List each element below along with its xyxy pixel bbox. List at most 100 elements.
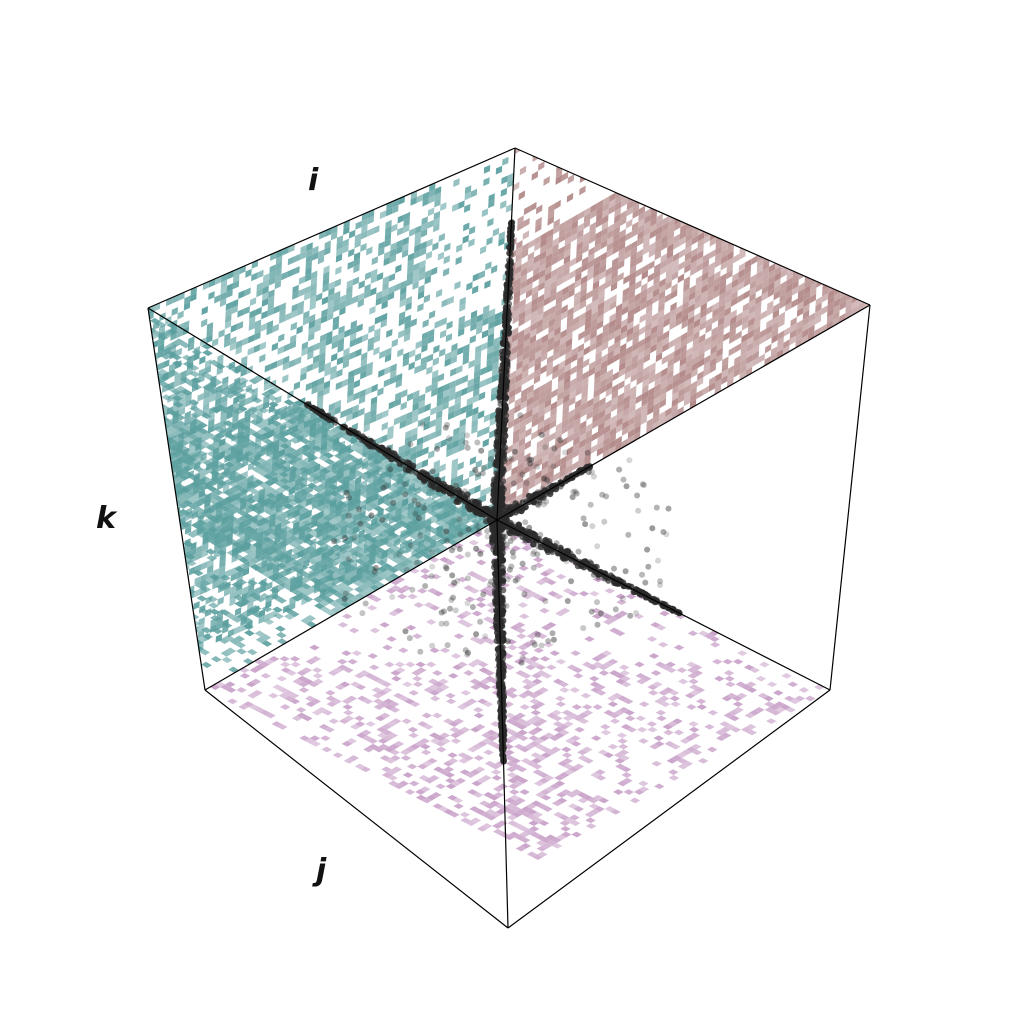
pane-cell (353, 441, 365, 448)
pane-cell (628, 289, 636, 300)
pane-cell (119, 571, 130, 577)
pane-cell (148, 532, 150, 541)
pane-cell (90, 484, 101, 490)
pane-cell (343, 462, 351, 472)
pane-cell (103, 608, 114, 614)
pane-cell (577, 349, 584, 360)
pane-cell (159, 548, 167, 558)
pane-cell (451, 342, 458, 352)
pane-cell (336, 247, 343, 257)
pane-cell (194, 461, 201, 470)
pane-cell (654, 377, 662, 388)
pane-cell (494, 318, 501, 327)
pane-cell (577, 229, 584, 239)
pane-cell (24, 433, 35, 439)
pane-cell (555, 434, 562, 445)
pane-cell (75, 452, 86, 458)
pane-cell (36, 509, 47, 515)
pane-cell (615, 315, 622, 326)
pane-cell (456, 243, 463, 253)
pane-cell (557, 252, 565, 262)
pane-cell (424, 275, 431, 285)
pane-cell (337, 471, 344, 481)
pane-cell (159, 561, 171, 568)
pane-cell (602, 208, 609, 219)
pane-cell (157, 438, 168, 445)
pane-cell (124, 430, 135, 436)
pane-cell (218, 578, 225, 587)
pane-cell (195, 423, 203, 433)
pane-cell (339, 595, 351, 602)
pane-cell (611, 383, 619, 394)
pane-cell (372, 486, 379, 496)
pane-cell (422, 434, 430, 444)
pane-cell (232, 414, 239, 423)
pane-cell (420, 362, 427, 372)
pane-cell (319, 473, 326, 483)
pane-cell (552, 123, 559, 133)
pane-cell (538, 395, 546, 406)
pane-cell (24, 398, 35, 404)
pane-cell (461, 387, 468, 397)
pane-cell (607, 350, 614, 360)
pane-cell (262, 400, 270, 410)
pane-cell (251, 387, 258, 397)
pane-cell (229, 476, 236, 485)
pane-cell (426, 487, 433, 497)
pane-cell (461, 374, 469, 384)
pane-cell (173, 391, 180, 401)
pane-cell (43, 380, 54, 386)
pane-cell (385, 347, 392, 357)
pane-cell (598, 415, 605, 426)
pane-cell (529, 328, 537, 339)
pane-cell (414, 496, 426, 503)
pane-cell (206, 554, 218, 562)
pane-cell (544, 284, 551, 294)
pane-cell (354, 488, 361, 498)
pane-cell (546, 234, 554, 245)
pane-cell (263, 473, 274, 480)
pane-cell (128, 455, 139, 461)
pane-cell (561, 424, 569, 435)
pane-cell (251, 466, 263, 473)
pane-cell (23, 392, 34, 398)
pane-cell (488, 199, 495, 209)
pane-cell (406, 520, 414, 529)
pane-cell (440, 317, 447, 327)
pane-cell (365, 386, 372, 396)
pane-cell (383, 500, 395, 507)
pane-cell (376, 412, 383, 421)
pane-cell (196, 595, 208, 602)
pane-cell (393, 537, 401, 547)
pane-cell (0, 522, 1, 528)
pane-cell (310, 276, 318, 286)
pane-cell (165, 419, 176, 427)
pane-cell (257, 269, 264, 279)
pane-cell (519, 298, 526, 309)
pane-cell (609, 300, 617, 311)
pane-cell (367, 502, 379, 509)
pane-cell (660, 373, 668, 384)
pane-cell (626, 200, 634, 211)
pane-cell (597, 434, 604, 445)
pane-cell (199, 477, 206, 486)
pane-cell (125, 436, 136, 442)
pane-cell (599, 384, 607, 395)
pane-cell (61, 467, 72, 473)
pane-cell (51, 362, 62, 368)
pane-cell (102, 602, 113, 608)
pane-cell (571, 226, 578, 237)
pane-cell (61, 397, 72, 403)
pane-cell (537, 293, 545, 304)
pane-cell (315, 560, 322, 569)
pane-cell (324, 458, 335, 465)
pane-cell (559, 461, 567, 472)
pane-cell (123, 458, 134, 464)
pane-cell (85, 452, 96, 458)
pane-cell (424, 524, 431, 534)
pane-cell (414, 352, 422, 362)
pane-cell (308, 320, 316, 329)
pane-cell (267, 550, 274, 560)
pane-cell (222, 376, 229, 385)
pane-cell (337, 582, 349, 589)
